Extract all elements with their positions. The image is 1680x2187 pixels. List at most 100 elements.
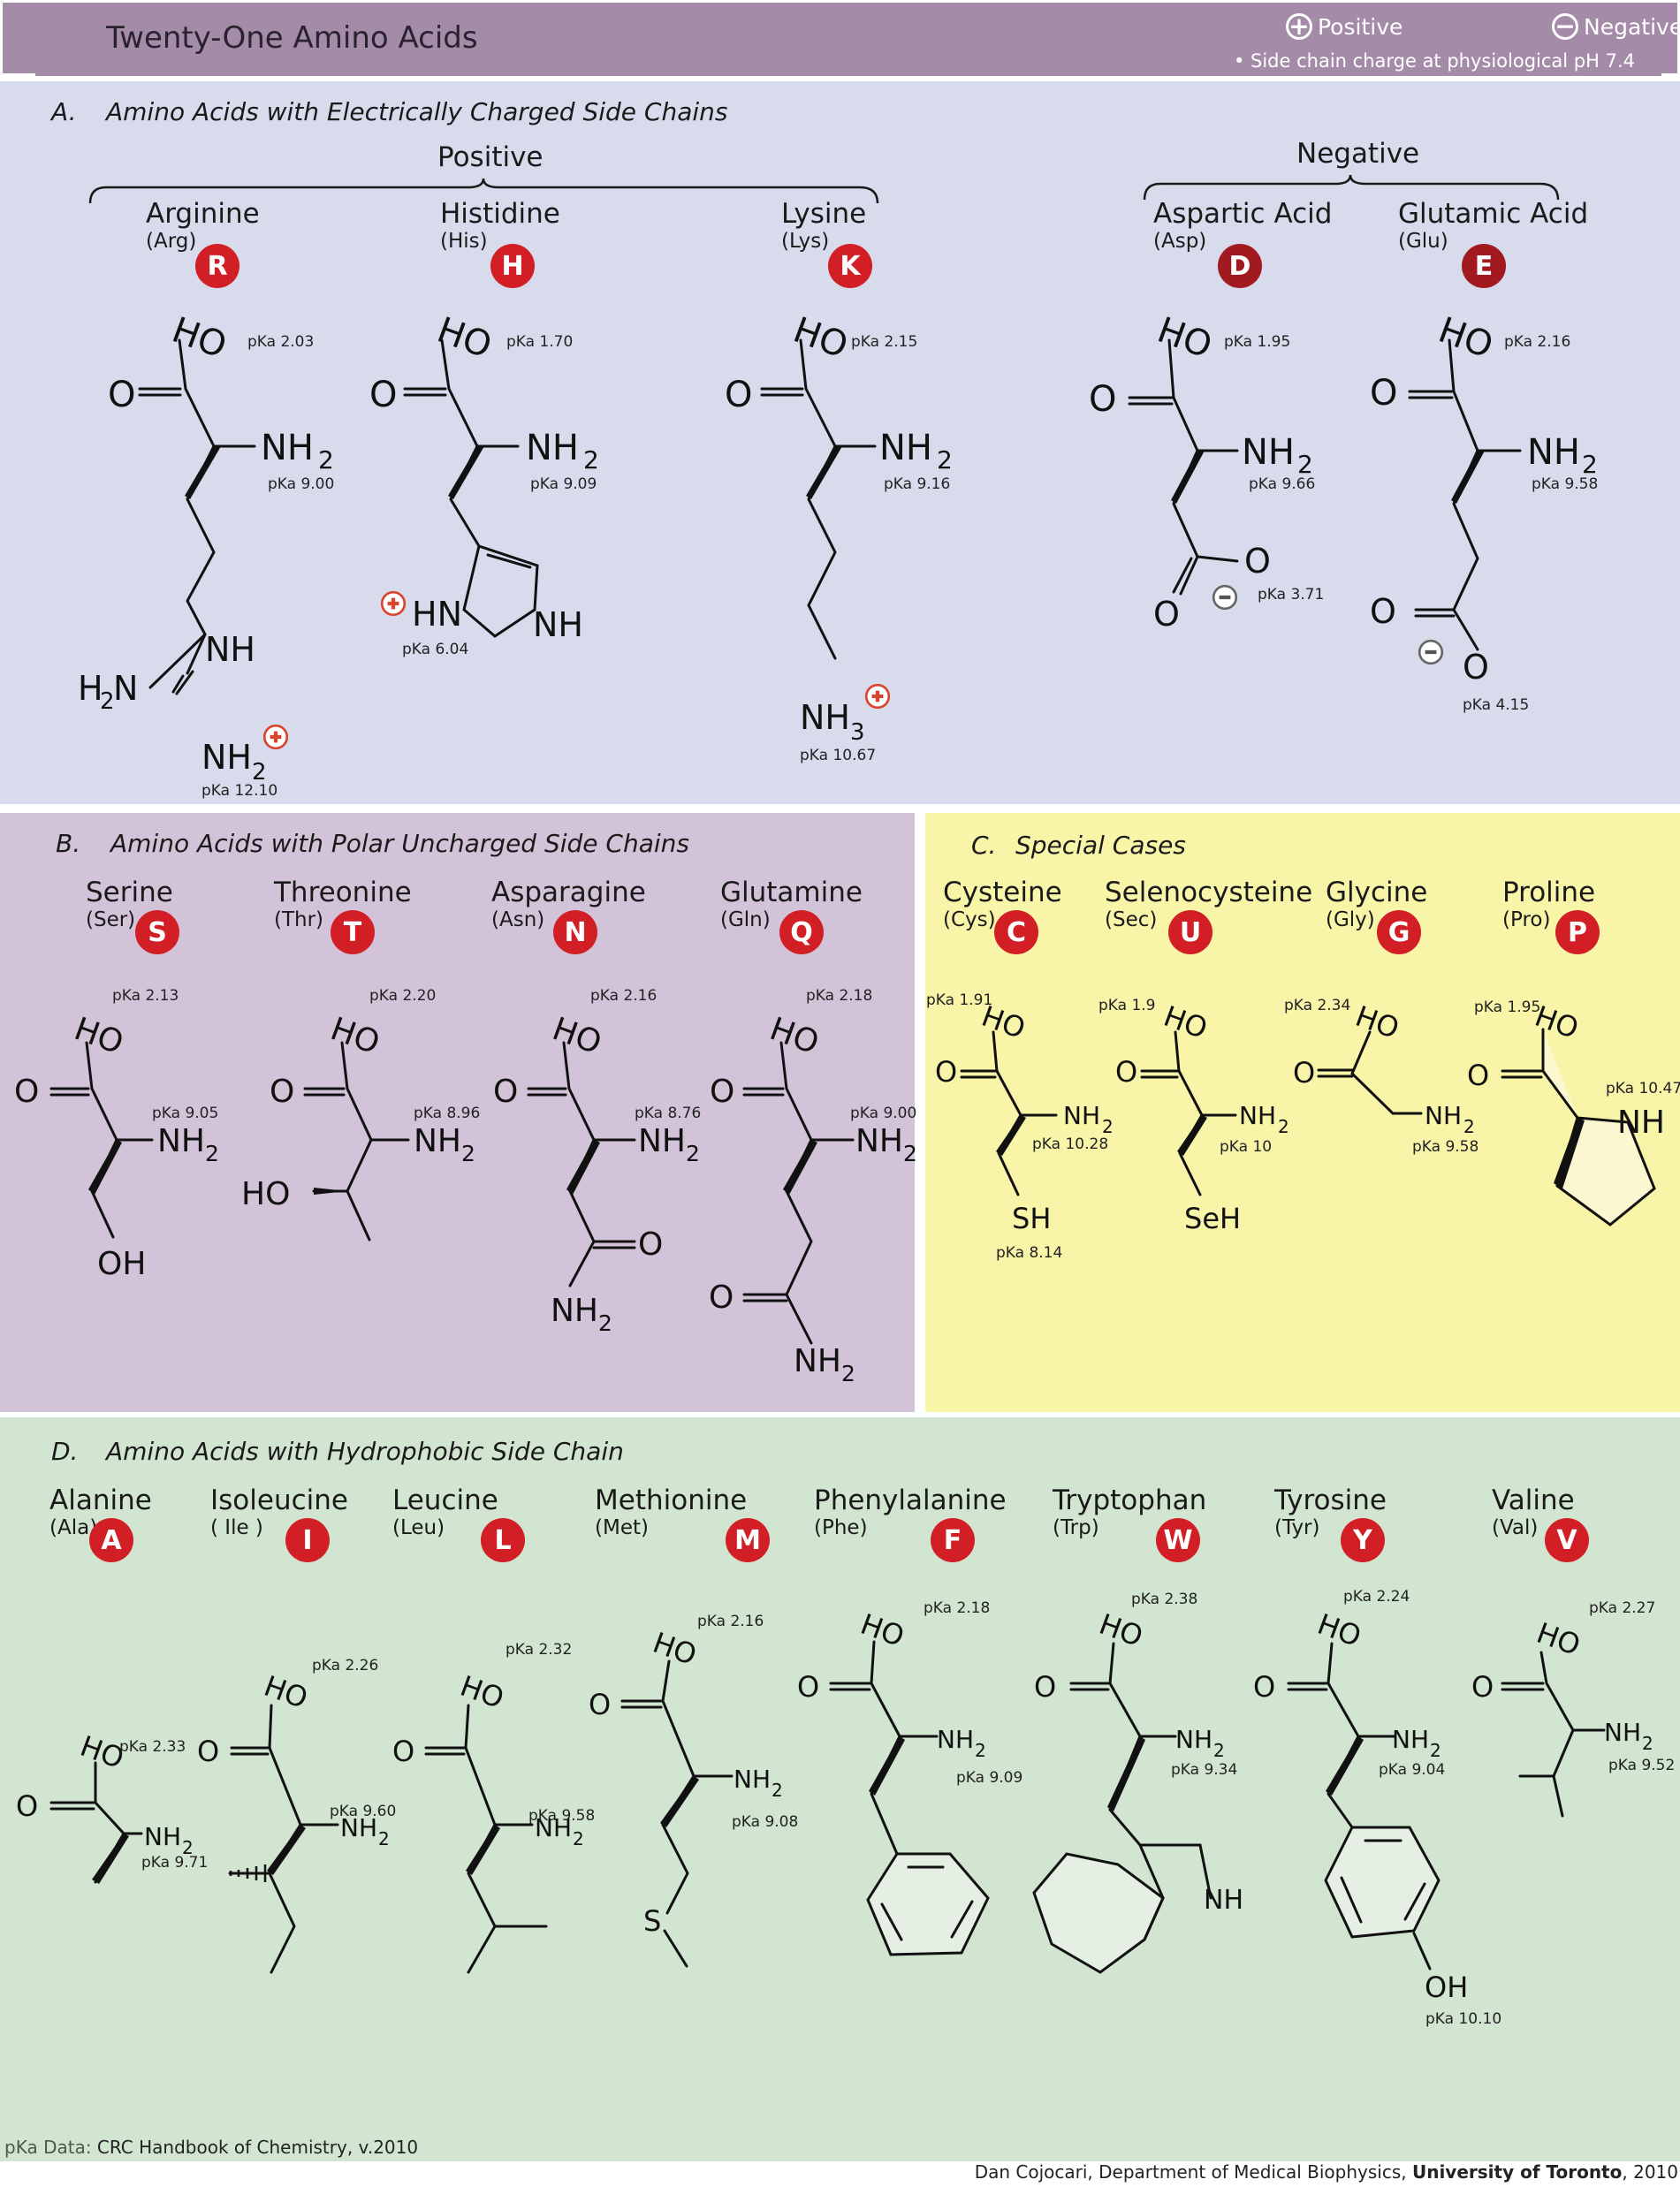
atom-label: O	[797, 1670, 819, 1704]
aa-header-sec: Selenocysteine (Sec) U	[1105, 877, 1313, 954]
aa-abbr: (Leu)	[392, 1516, 445, 1539]
plus-circle-icon: +	[1286, 13, 1312, 40]
aa-abbr: (Pro)	[1502, 908, 1551, 931]
atom-subscript: 2	[1297, 450, 1313, 479]
legend-positive: + Positive	[1286, 13, 1403, 40]
aa-header-his: Histidine (His) H	[440, 198, 560, 288]
atom-subscript: 2	[772, 1780, 783, 1801]
atom-label: NH	[261, 428, 314, 468]
aa-header-pro: Proline (Pro) P	[1502, 877, 1600, 954]
atom-subscript: 2	[461, 1141, 475, 1166]
atom-label: HO	[1433, 310, 1499, 367]
aa-code-badge: R	[195, 244, 239, 288]
aa-header-arg: Arginine (Arg) R	[146, 198, 260, 288]
pka-label: pKa 9.52	[1608, 1757, 1675, 1774]
atom-label: NH	[414, 1123, 461, 1159]
atom-label: NH	[205, 630, 255, 669]
aa-code-badge: W	[1156, 1518, 1200, 1562]
atom-label: NH	[794, 1343, 841, 1379]
aa-abbr: (Phe)	[814, 1516, 868, 1539]
aa-header-asp: Aspartic Acid (Asp) D	[1153, 198, 1332, 288]
pka-label: pKa 2.33	[119, 1738, 186, 1756]
atom-label: NH	[144, 1822, 181, 1851]
aa-name: Arginine	[146, 198, 260, 230]
atom-label: HO	[1095, 1607, 1147, 1654]
aa-header-trp: Tryptophan (Trp) W	[1053, 1485, 1206, 1562]
atom-label: O	[710, 1074, 734, 1110]
aa-name: Methionine	[595, 1485, 748, 1516]
pka-label: pKa 2.20	[369, 987, 436, 1005]
pka-label: pKa 12.10	[201, 782, 277, 800]
minus-circle-icon: −	[1552, 13, 1578, 40]
atom-label: O	[1253, 1670, 1275, 1704]
atom-label: NH	[535, 1813, 572, 1842]
aa-code-badge: S	[135, 910, 179, 954]
atom-label: O	[1244, 542, 1271, 581]
section-c-letter: C.	[971, 831, 997, 860]
pka-label: pKa 2.26	[312, 1657, 378, 1674]
section-special: C.Special Cases	[925, 813, 1680, 1412]
aa-code-badge: I	[285, 1518, 330, 1562]
atom-label: O	[1370, 373, 1397, 414]
aa-name: Cysteine	[943, 877, 1062, 908]
aa-code-badge: K	[828, 244, 872, 288]
header-bar: Twenty-One Amino Acids + Positive − Nega…	[3, 3, 1680, 73]
pka-label: pKa 1.91	[926, 991, 992, 1009]
credit-year: , 2010	[1622, 2161, 1678, 2183]
legend-note: • Side chain charge at physiological pH …	[1233, 50, 1635, 72]
legend-negative-label: Negative	[1584, 13, 1680, 40]
aa-abbr: (Arg)	[146, 230, 197, 253]
atom-label: NH	[734, 1765, 771, 1794]
pka-label: pKa 8.76	[635, 1105, 701, 1122]
atom-label: HO	[1532, 1616, 1585, 1663]
source-text: CRC Handbook of Chemistry, v.2010	[91, 2137, 419, 2158]
section-d-title: D.Amino Acids with Hydrophobic Side Chai…	[51, 1437, 624, 1466]
atom-subscript: 2	[318, 445, 334, 475]
pka-label: pKa 10.10	[1425, 2010, 1501, 2028]
pka-label: pKa 2.18	[924, 1599, 990, 1617]
aa-abbr: (Asn)	[491, 908, 545, 931]
aa-code-badge: M	[726, 1518, 770, 1562]
atom-label: SeH	[1184, 1202, 1241, 1235]
atom-label: HO	[260, 1669, 312, 1716]
atom-label: NH	[157, 1123, 205, 1159]
pka-label: pKa 9.00	[268, 475, 334, 493]
atom-label: NH	[638, 1123, 686, 1159]
pka-label: pKa 9.66	[1249, 475, 1315, 493]
aa-code-badge: F	[931, 1518, 975, 1562]
atom-label: NH	[1604, 1718, 1641, 1747]
positive-charge-icon	[382, 592, 405, 615]
atom-label: NH	[533, 605, 583, 644]
aa-header-ser: Serine (Ser) S	[86, 877, 179, 954]
section-a-title: A. Amino Acids with Electrically Charged …	[51, 97, 728, 126]
atom-subscript: 2	[937, 445, 953, 475]
atom-label: O	[725, 375, 752, 415]
section-a-text: Amino Acids with Electrically Charged Si…	[106, 97, 728, 126]
section-a-letter: A.	[51, 97, 77, 126]
aa-header-val: Valine (Val) V	[1492, 1485, 1589, 1562]
aa-abbr: (Val)	[1492, 1516, 1539, 1539]
atom-label: O	[1115, 1055, 1137, 1089]
atom-subscript: 2	[903, 1141, 917, 1166]
pka-label: pKa 9.08	[732, 1813, 798, 1831]
aa-header-gly: Glycine (Gly) G	[1326, 877, 1427, 954]
pka-label: pKa 6.04	[402, 641, 468, 658]
pka-label: pKa 9.34	[1171, 1761, 1237, 1779]
pka-label: pKa 1.9	[1098, 997, 1156, 1014]
atom-label: NH	[1175, 1725, 1212, 1754]
atom-label: NH	[800, 698, 850, 737]
pka-label: pKa 2.27	[1589, 1599, 1655, 1617]
pka-label: pKa 10.28	[1032, 1135, 1108, 1153]
aa-abbr: (Glu)	[1398, 230, 1448, 253]
atom-subscript: 3	[850, 719, 865, 746]
aa-header-ile: Isoleucine ( Ile ) I	[210, 1485, 348, 1562]
pka-label: pKa 2.16	[1504, 333, 1570, 351]
aa-name: Selenocysteine	[1105, 877, 1313, 908]
atom-label: OH	[1425, 1971, 1468, 2004]
aa-name: Asparagine	[491, 877, 646, 908]
aa-header-leu: Leucine (Leu) L	[392, 1485, 525, 1562]
aa-abbr: (Cys)	[943, 908, 996, 931]
atom-subscript: 2	[1102, 1116, 1114, 1137]
atom-label: HO	[241, 1176, 290, 1212]
atom-label: HO	[548, 1011, 606, 1061]
